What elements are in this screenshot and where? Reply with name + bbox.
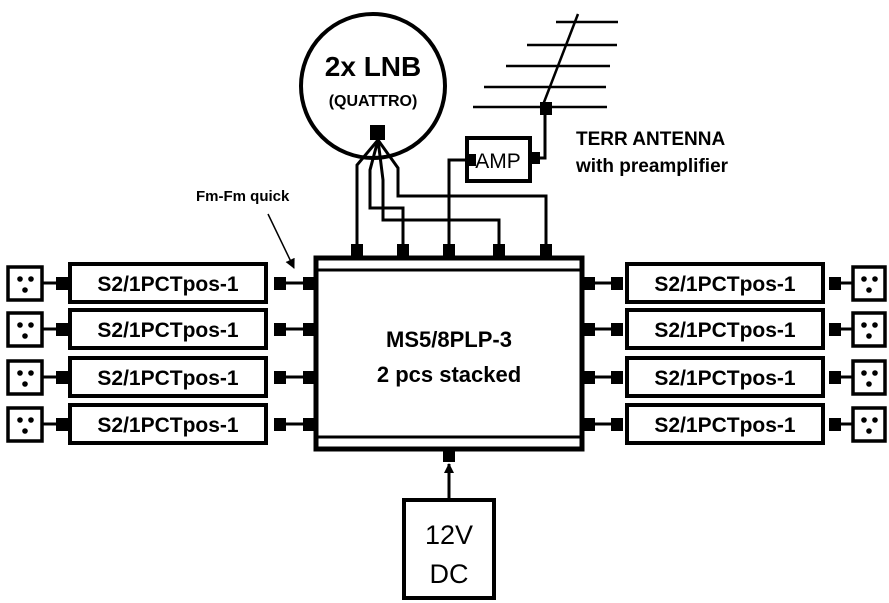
amp-connector: [466, 154, 476, 166]
antenna-connectors: [530, 102, 552, 164]
lnb-dish: 2x LNB (QUATTRO): [299, 12, 447, 160]
multiswitch-line1: MS5/8PLP-3: [386, 327, 512, 352]
right-outlet-row-2: S2/1PCTpos-1: [583, 308, 887, 350]
left-outlet-row-2: S2/1PCTpos-1: [6, 308, 315, 350]
left-outlet-label: S2/1PCTpos-1: [97, 319, 239, 342]
right-outlet-label: S2/1PCTpos-1: [654, 319, 796, 342]
right-outlet-row-4: S2/1PCTpos-1: [583, 403, 887, 445]
lnb-cables: [355, 139, 548, 248]
psu-line1: 12V: [425, 520, 473, 550]
multiswitch-box: MS5/8PLP-3 2 pcs stacked: [313, 255, 585, 452]
right-outlet-row-1: S2/1PCTpos-1: [583, 262, 887, 304]
psu-box: 12V DC: [402, 498, 496, 600]
left-outlet-label: S2/1PCTpos-1: [97, 273, 239, 296]
left-outlet-label: S2/1PCTpos-1: [97, 414, 239, 437]
terr-antenna: [473, 13, 618, 111]
right-outlet-label: S2/1PCTpos-1: [654, 414, 796, 437]
lnb-feed-connector: [370, 125, 385, 140]
fm-fm-arrow: [267, 213, 295, 269]
antenna-label-line2: with preamplifier: [575, 156, 729, 177]
left-outlet-row-1: S2/1PCTpos-1: [6, 262, 315, 304]
lnb-title: 2x LNB: [325, 51, 421, 82]
psu-line2: DC: [430, 559, 469, 589]
amp-cable: [447, 158, 468, 248]
amp-box: AMP: [465, 136, 532, 183]
left-outlet-row-3: S2/1PCTpos-1: [6, 356, 315, 398]
psu-connector: [443, 449, 455, 462]
fm-fm-quick-label: Fm-Fm quick: [196, 188, 290, 205]
amp-label: AMP: [475, 150, 521, 173]
antenna-cable: [530, 109, 547, 160]
multiswitch-line2: 2 pcs stacked: [377, 362, 521, 387]
right-outlet-label: S2/1PCTpos-1: [654, 367, 796, 390]
lnb-subtitle: (QUATTRO): [329, 93, 418, 110]
right-outlet-row-3: S2/1PCTpos-1: [583, 356, 887, 398]
multiswitch-inputs: [351, 244, 552, 258]
antenna-label-line1: TERR ANTENNA: [576, 129, 725, 150]
right-outlet-label: S2/1PCTpos-1: [654, 273, 796, 296]
left-outlet-label: S2/1PCTpos-1: [97, 367, 239, 390]
left-outlet-row-4: S2/1PCTpos-1: [6, 403, 315, 445]
